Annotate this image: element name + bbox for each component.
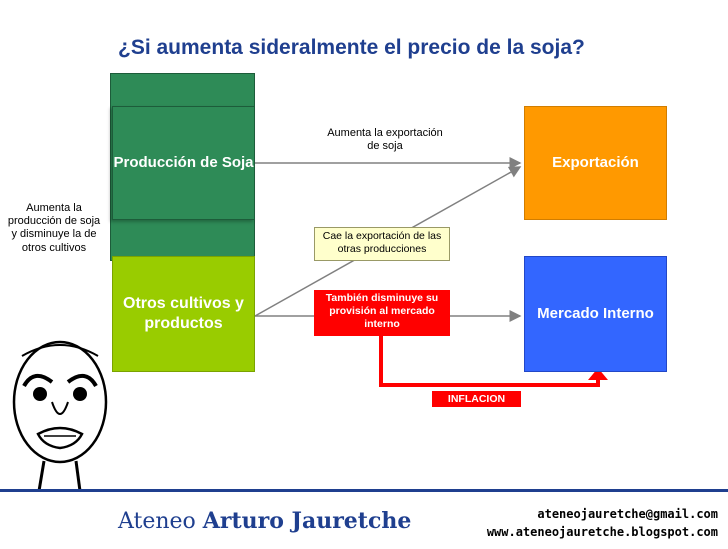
arrow-inflacion-head: [588, 368, 608, 380]
footer-bar: [0, 489, 728, 549]
footer-contact: ateneojauretche@gmail.com www.ateneojaur…: [487, 505, 718, 541]
angry-face-illustration: [12, 340, 108, 522]
box-otros-cultivos: Otros cultivos y productos: [112, 256, 255, 372]
note-aumenta-exportacion: Aumenta la exportación de soja: [327, 127, 443, 153]
page-title: ¿Si aumenta sideralmente el precio de la…: [118, 36, 585, 59]
footer-brand: Ateneo Arturo Jauretche: [118, 508, 411, 534]
callout-cae-exportacion: Cae la exportación de las otras producci…: [314, 227, 450, 261]
box-produccion-soja: Producción de Soja: [112, 106, 255, 220]
contact-email[interactable]: ateneojauretche@gmail.com: [537, 507, 718, 521]
brand-name: Arturo Jauretche: [202, 508, 412, 534]
label-inflacion: INFLACION: [432, 391, 521, 407]
note-aumenta-produccion: Aumenta la producción de soja y disminuy…: [7, 202, 101, 254]
contact-website[interactable]: www.ateneojauretche.blogspot.com: [486, 525, 718, 539]
box-mercado-interno: Mercado Interno: [524, 256, 667, 372]
callout-disminuye-provision: También disminuye su provisión al mercad…: [314, 290, 450, 336]
brand-prefix: Ateneo: [118, 509, 196, 534]
arrow-inflacion: [379, 336, 600, 387]
box-exportacion: Exportación: [524, 106, 667, 220]
